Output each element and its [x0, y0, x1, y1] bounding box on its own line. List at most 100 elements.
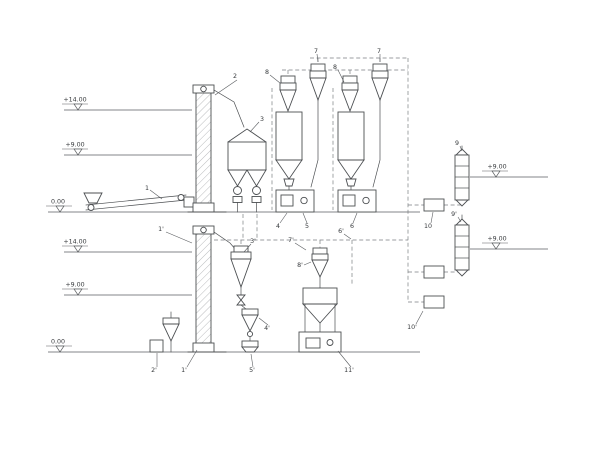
- callout-label-8b: 8: [333, 64, 337, 71]
- grinder-machine-2: [337, 189, 377, 213]
- elevation-marker-upper-9: +9.00: [62, 142, 88, 156]
- packing-hopper-11p: [298, 287, 342, 353]
- callout-cyclone-4p: 4': [258, 317, 270, 332]
- feeder-icon: [345, 178, 357, 187]
- feeder-icon: [283, 178, 295, 187]
- elevation-marker-upper-14: +14.00: [62, 97, 88, 111]
- bucket-elevator-upper: [187, 84, 245, 213]
- surge-bin-1: [275, 111, 303, 191]
- elevation-marker-lower-9: +9.00: [62, 282, 88, 296]
- callout-elevator-lower: 1': [158, 226, 193, 244]
- callout-label-3: 3: [260, 116, 264, 123]
- airlock-icon: [236, 294, 246, 301]
- right-filter-group: [423, 145, 470, 309]
- callout-label-6p: 6': [338, 228, 344, 235]
- bucket-elevator-lower: [187, 225, 237, 353]
- callout-machine-5: 5: [302, 212, 309, 230]
- callout-conveyor: 1: [145, 185, 163, 200]
- fan-box-10: [423, 198, 445, 212]
- aspiration-ducts: [214, 57, 462, 303]
- callout-cyclone-8b: 8: [333, 64, 345, 83]
- elevation-label-lower-9: +9.00: [65, 282, 84, 289]
- callout-elevator-upper: 2: [214, 73, 238, 96]
- callout-label-9p: 9': [451, 211, 457, 218]
- callout-label-10: 10: [424, 223, 432, 230]
- cyclone-8p: [311, 247, 329, 289]
- filter-cylinder-9: [454, 145, 470, 207]
- callout-filter-9p: 9': [451, 211, 462, 223]
- callout-label-2: 2: [233, 73, 237, 80]
- level-lines: [48, 109, 548, 353]
- callout-label-1p-boot: 1': [181, 367, 187, 374]
- cyclone-7b: [371, 63, 389, 188]
- callout-label-1: 1: [145, 185, 149, 192]
- elevation-marker-upper-0: 0.00: [46, 199, 72, 213]
- cyclone-7a: [309, 63, 327, 188]
- callout-label-4: 4: [276, 223, 280, 230]
- cyclone-8a: [279, 75, 297, 113]
- upper-process-line: [83, 63, 389, 213]
- fan-box-10b: [423, 265, 445, 279]
- callout-fan-10: 10: [424, 211, 434, 230]
- callout-cyclone-7b: 7: [377, 48, 381, 62]
- elevation-label-right-lower: +9.00: [487, 236, 506, 243]
- callout-label-9: 9: [455, 140, 459, 147]
- callout-filter-9: 9: [455, 140, 463, 152]
- elevation-marker-right-upper: +9.00: [482, 164, 508, 178]
- lower-process-line: [149, 225, 342, 353]
- elevation-marker-lower-0: 0.00: [46, 339, 72, 353]
- callout-cyclone-8a: 8: [265, 69, 281, 84]
- callout-label-5p: 5': [249, 367, 255, 374]
- callout-unit-2p: 2': [151, 353, 158, 374]
- elevation-markers: +14.00 +9.00 0.00 +14.00 +9.00: [46, 97, 508, 353]
- grinder-machine-1: [275, 189, 315, 213]
- callout-cyclone-7a: 7: [314, 48, 319, 63]
- elevation-label-lower-0: 0.00: [51, 339, 65, 346]
- elevation-label-lower-14: +14.00: [63, 239, 86, 246]
- bin-5p: [241, 340, 259, 353]
- receiving-bin: [227, 128, 267, 213]
- callout-label-6: 6: [350, 223, 354, 230]
- callout-receiving-bin: 3: [249, 116, 264, 133]
- elevation-marker-right-lower: +9.00: [482, 236, 508, 250]
- callout-label-1p: 1': [158, 226, 164, 233]
- callout-label-7b: 7: [377, 48, 381, 55]
- callout-cyclone-3p: 3': [243, 238, 256, 253]
- filter-cylinder-9p: [454, 214, 470, 277]
- callout-cyclone-8p: 8': [297, 261, 312, 269]
- callout-label-7p: 7': [288, 237, 294, 244]
- callout-label-10p: 10': [407, 324, 417, 331]
- airlock-icon: [236, 299, 246, 306]
- callout-feeder-4: 4: [276, 212, 288, 230]
- callout-bin-5p: 5': [249, 353, 255, 374]
- motor-icon: [326, 339, 334, 346]
- rotary-valve-icon: [252, 186, 261, 195]
- cyclone-4p: [241, 308, 259, 342]
- callout-elevator-lower-boot: 1': [181, 349, 198, 374]
- callout-label-8a: 8: [265, 69, 269, 76]
- callout-label-5: 5: [305, 223, 309, 230]
- elevation-label-right-upper: +9.00: [487, 164, 506, 171]
- callout-packer-11p: 11': [337, 350, 354, 374]
- rotary-valve-icon: [233, 186, 242, 195]
- callout-label-7a: 7: [314, 48, 318, 55]
- callout-machine-6: 6: [350, 212, 358, 230]
- callout-label-8p: 8': [297, 262, 303, 269]
- screw-conveyor: [83, 192, 195, 211]
- motor-icon: [362, 196, 370, 205]
- unit-2p: [149, 311, 180, 353]
- callout-fan-10p: 10': [407, 310, 424, 331]
- elevation-label-upper-14: +14.00: [63, 97, 86, 104]
- callout-duct-7p: 7': [288, 237, 307, 251]
- callout-label-2p: 2': [151, 367, 157, 374]
- cyclone-3p: [230, 245, 252, 310]
- elevation-label-upper-0: 0.00: [51, 199, 65, 206]
- cyclone-8b: [341, 75, 359, 113]
- elevation-label-upper-9: +9.00: [65, 142, 84, 149]
- callout-label-11p: 11': [344, 367, 354, 374]
- motor-icon: [300, 196, 308, 205]
- callout-duct-6p: 6': [338, 228, 352, 240]
- callout-labels: 1 2 3 8 7 8 7 4: [145, 48, 463, 374]
